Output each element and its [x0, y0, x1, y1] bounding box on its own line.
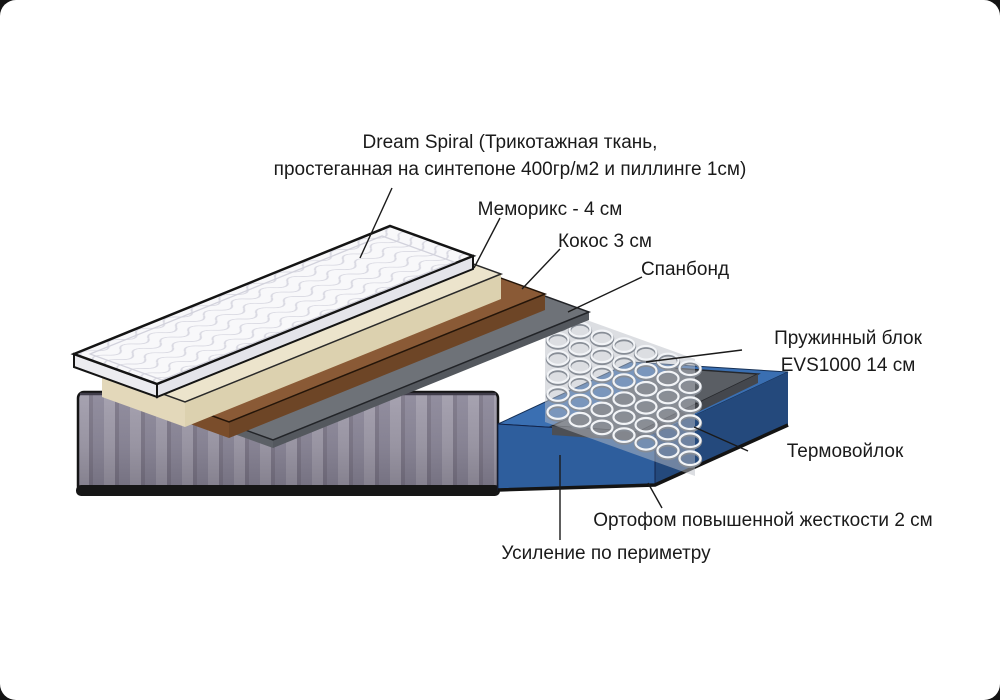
- label-dream-spiral-line1: Dream Spiral (Трикотажная ткань,: [362, 132, 658, 153]
- leader-spring-block: [645, 349, 743, 363]
- quilt-stitch-border: [88, 235, 456, 381]
- label-dream-spiral: Dream Spiral (Трикотажная ткань, простег…: [180, 130, 840, 183]
- label-coconut: Кокос 3 см: [558, 231, 652, 252]
- spring-coils: [545, 314, 703, 468]
- leader-dream-spiral: [359, 187, 393, 259]
- quilt-top-face: [70, 224, 477, 386]
- label-memorix: Меморикс - 4 см: [477, 199, 623, 220]
- orthofoam-bottom-edge: [497, 423, 789, 492]
- label-orthofoam: Ортофом повышенной жесткости 2 см: [593, 510, 933, 531]
- leader-orthofoam: [647, 482, 663, 509]
- label-spring-block-line2: EVS1000 14 см: [780, 354, 916, 376]
- leader-thermofelt: [693, 426, 749, 452]
- quilt-layer: [70, 224, 477, 399]
- spunbond-front-face: [273, 312, 589, 448]
- label-spring-block: Пружинный блок EVS1000 14 см: [748, 326, 948, 379]
- label-spunbond: Спанбонд: [640, 259, 730, 280]
- bottom-piping: [76, 485, 500, 496]
- leader-memorix: [473, 217, 501, 269]
- coconut-front-face: [229, 294, 545, 438]
- spring-block-layer: [545, 305, 703, 476]
- leader-spunbond: [567, 276, 643, 313]
- leader-lines: [359, 187, 749, 540]
- label-thermofelt: Термовойлок: [786, 441, 904, 462]
- memorix-left-face: [102, 372, 185, 427]
- leader-coconut: [521, 248, 561, 290]
- label-dream-spiral-line2: простеганная на синтепоне 400гр/м2 и пил…: [273, 158, 747, 180]
- label-perimeter: Усиление по периметру: [501, 543, 711, 564]
- memorix-front-face: [185, 274, 501, 427]
- label-spring-block-line1: Пружинный блок: [774, 328, 922, 349]
